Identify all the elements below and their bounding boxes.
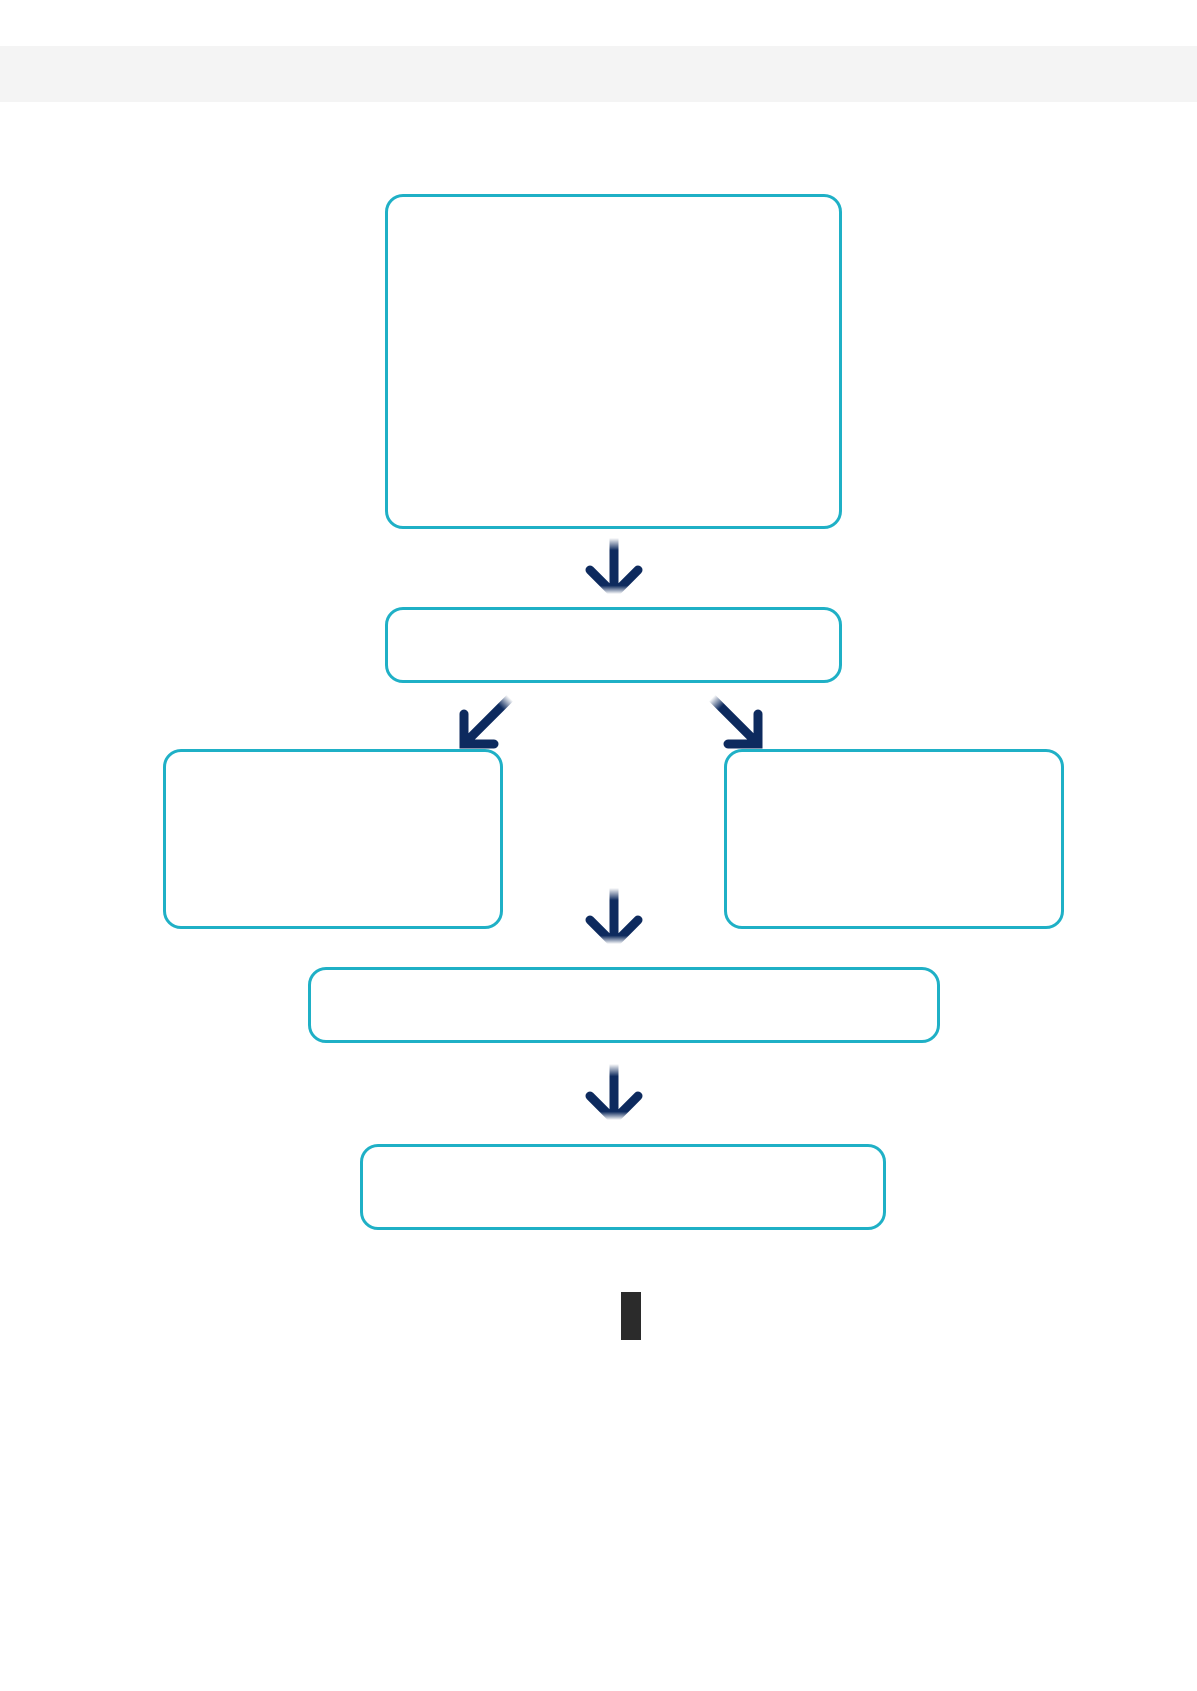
flowchart-box-right: [724, 749, 1064, 929]
arrow-down-left-icon: [459, 693, 515, 749]
flowchart-box-wide: [308, 967, 940, 1043]
header-band: [0, 46, 1197, 102]
arrow-down-icon: [585, 1059, 643, 1127]
arrow-down-right-icon: [707, 693, 763, 749]
page-marker: [621, 1292, 641, 1340]
flowchart-box-middle: [385, 607, 842, 683]
arrow-down-icon: [585, 883, 643, 951]
flowchart-box-bottom: [360, 1144, 886, 1230]
flowchart-box-top: [385, 194, 842, 529]
flowchart-box-left: [163, 749, 503, 929]
arrow-down-icon: [585, 533, 643, 601]
